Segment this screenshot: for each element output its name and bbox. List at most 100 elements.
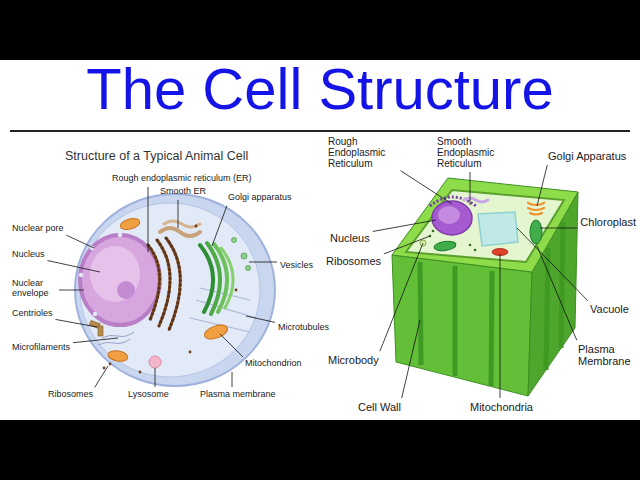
er-ribosomes <box>166 238 180 330</box>
part-label: Cell Wall <box>358 401 401 413</box>
letterbox-bar <box>0 0 640 60</box>
cell-wall-top <box>392 178 578 272</box>
golgi <box>528 203 544 215</box>
nucleolus <box>117 281 135 299</box>
smooth-er <box>164 221 200 227</box>
leader-line <box>500 254 501 398</box>
part-label: Vesicles <box>280 261 313 271</box>
part-label: Plasma membrane <box>200 390 276 400</box>
vesicle <box>246 266 251 271</box>
ribosomes <box>103 225 238 374</box>
smooth-er <box>160 228 200 236</box>
golgi-cisterna <box>528 203 544 205</box>
lysosome <box>149 356 161 368</box>
plant-cell <box>392 178 578 396</box>
leader-line <box>178 200 179 228</box>
chloroplast <box>433 240 456 252</box>
golgi <box>200 243 233 314</box>
cell-membrane <box>75 194 275 386</box>
part-label: Rough Endoplasmic Reticulum <box>328 136 398 169</box>
part-label: Ribosomes <box>326 255 381 267</box>
rough-er <box>148 238 180 330</box>
letterbox-bar <box>0 420 640 480</box>
page-title: The Cell Structure <box>0 56 640 123</box>
golgi-cisterna <box>530 213 542 215</box>
wall-groove <box>561 222 563 348</box>
cell-wall-front <box>392 255 532 396</box>
leader-line <box>249 262 277 263</box>
leader-line <box>537 246 577 340</box>
nuclear-pores <box>79 233 122 316</box>
nucleoplasm <box>90 246 140 302</box>
wall-groove <box>420 262 421 365</box>
golgi-cisterna <box>200 245 213 312</box>
leader-line <box>373 220 436 231</box>
centriole <box>98 326 103 336</box>
wall-groove <box>491 271 492 386</box>
leader-line <box>220 334 243 357</box>
part-label: Vacuole <box>590 303 629 315</box>
leader-line <box>246 316 275 322</box>
part-label: Nuclear pore <box>12 224 64 234</box>
leader-line <box>212 206 227 246</box>
chloroplast <box>530 220 542 244</box>
part-label: Golgi apparatus <box>228 193 292 203</box>
leader-line <box>73 338 118 343</box>
animal-cell <box>75 194 275 386</box>
microfilament <box>102 332 134 338</box>
vesicle <box>232 238 237 243</box>
part-label: Golgi Apparatus <box>548 150 626 162</box>
nucleus-shape <box>432 201 472 235</box>
plasma-membrane <box>406 190 564 262</box>
leader-line <box>402 320 420 398</box>
leader-line <box>232 372 233 387</box>
part-label: Microbody <box>328 354 379 366</box>
leader-line <box>155 368 156 387</box>
golgi-cisterna <box>221 248 233 308</box>
er-ribosomes <box>148 245 160 320</box>
title-rule <box>10 130 630 132</box>
ribosome <box>432 230 435 233</box>
leader-line <box>66 235 94 248</box>
nuclear-pore <box>118 233 122 237</box>
ribosome <box>139 371 142 374</box>
er-fold <box>166 238 180 330</box>
wall-groove <box>453 266 458 376</box>
leader-line <box>55 319 97 327</box>
nuclear-pore <box>79 273 83 277</box>
vesicle <box>241 253 247 259</box>
part-label: Plasma Membrane <box>578 343 636 367</box>
mitochondrion <box>119 217 141 232</box>
leader-line <box>384 236 430 254</box>
part-label: Mitochondrion <box>245 359 302 369</box>
centrioles <box>89 320 103 336</box>
ribosome <box>474 249 477 252</box>
part-label: Nucleus <box>330 232 370 244</box>
leader-line <box>401 171 452 204</box>
part-label: Smooth Endoplasmic Reticulum <box>437 136 507 169</box>
ribosome <box>103 367 106 370</box>
golgi-cisterna <box>528 208 544 210</box>
part-label: Chloroplast <box>580 216 636 228</box>
part-label: Ribosomes <box>48 390 93 400</box>
part-label: Nuclear envelope <box>12 279 56 299</box>
nucleolus <box>438 206 460 224</box>
leader-line <box>148 187 149 252</box>
part-label: Microfilaments <box>12 343 70 353</box>
vacuole <box>478 212 518 246</box>
part-label: Lysosome <box>128 390 169 400</box>
leader-line <box>59 290 84 291</box>
ribosome <box>195 225 198 228</box>
leader-line <box>47 261 100 272</box>
ribosome <box>109 363 112 366</box>
ribosome <box>189 351 192 354</box>
smooth-er <box>464 198 488 202</box>
ribosome <box>235 289 238 292</box>
leader-line <box>517 228 588 301</box>
part-label: Microtubules <box>278 323 329 333</box>
part-label: Mitochondria <box>470 401 533 413</box>
leader-line <box>537 165 547 206</box>
part-label: Smooth ER <box>160 187 206 197</box>
